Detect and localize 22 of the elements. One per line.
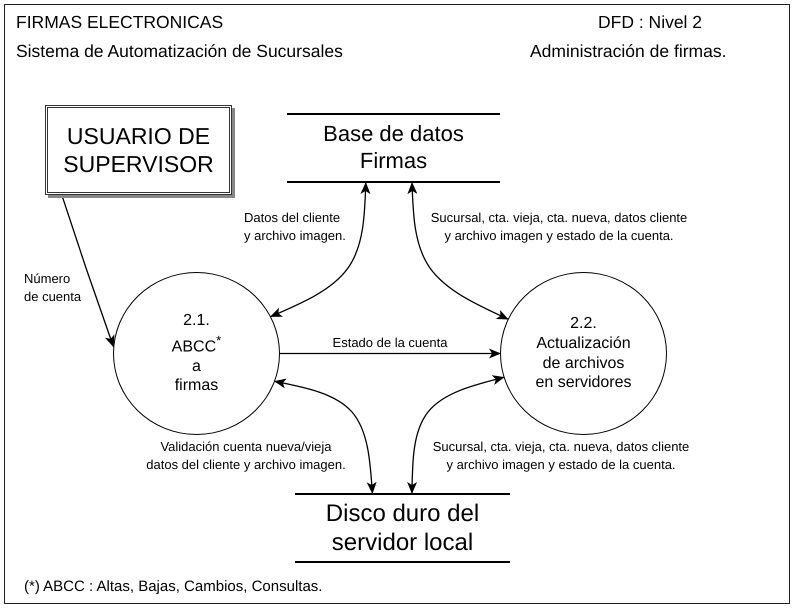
data-flow-arrow <box>270 182 370 318</box>
node-label: USUARIO DE SUPERVISOR <box>62 122 215 178</box>
footnote: (*) ABCC : Altas, Bajas, Cambios, Consultas. <box>24 577 322 597</box>
node-label: Actualización de archivos en servidores <box>534 334 633 393</box>
process-number: 2.2. <box>570 314 597 334</box>
data-flow-arrow <box>407 182 509 320</box>
section-label: Administración de firmas. <box>530 40 726 62</box>
external-entity-box <box>45 105 232 195</box>
edge-label: Validación cuenta nueva/vieja datos del cliente y archivo imagen. <box>144 438 348 474</box>
process-circle <box>113 272 280 435</box>
data-flow-arrow <box>407 375 505 494</box>
process-circle <box>500 272 667 435</box>
process-number: 2.1. <box>183 311 210 331</box>
node-label: Base de datos Firmas <box>322 121 465 175</box>
data-flow-arrow <box>274 378 377 494</box>
level-label: DFD : Nivel 2 <box>598 11 702 33</box>
data-store <box>287 113 500 183</box>
subtitle: Sistema de Automatización de Sucursales <box>16 40 343 62</box>
node-label: Disco duro del servidor local <box>324 498 480 558</box>
diagram-title: FIRMAS ELECTRONICAS <box>16 11 224 33</box>
node-label: ABCC$^{*}$ a firmas <box>170 332 222 396</box>
data-store <box>295 493 510 563</box>
